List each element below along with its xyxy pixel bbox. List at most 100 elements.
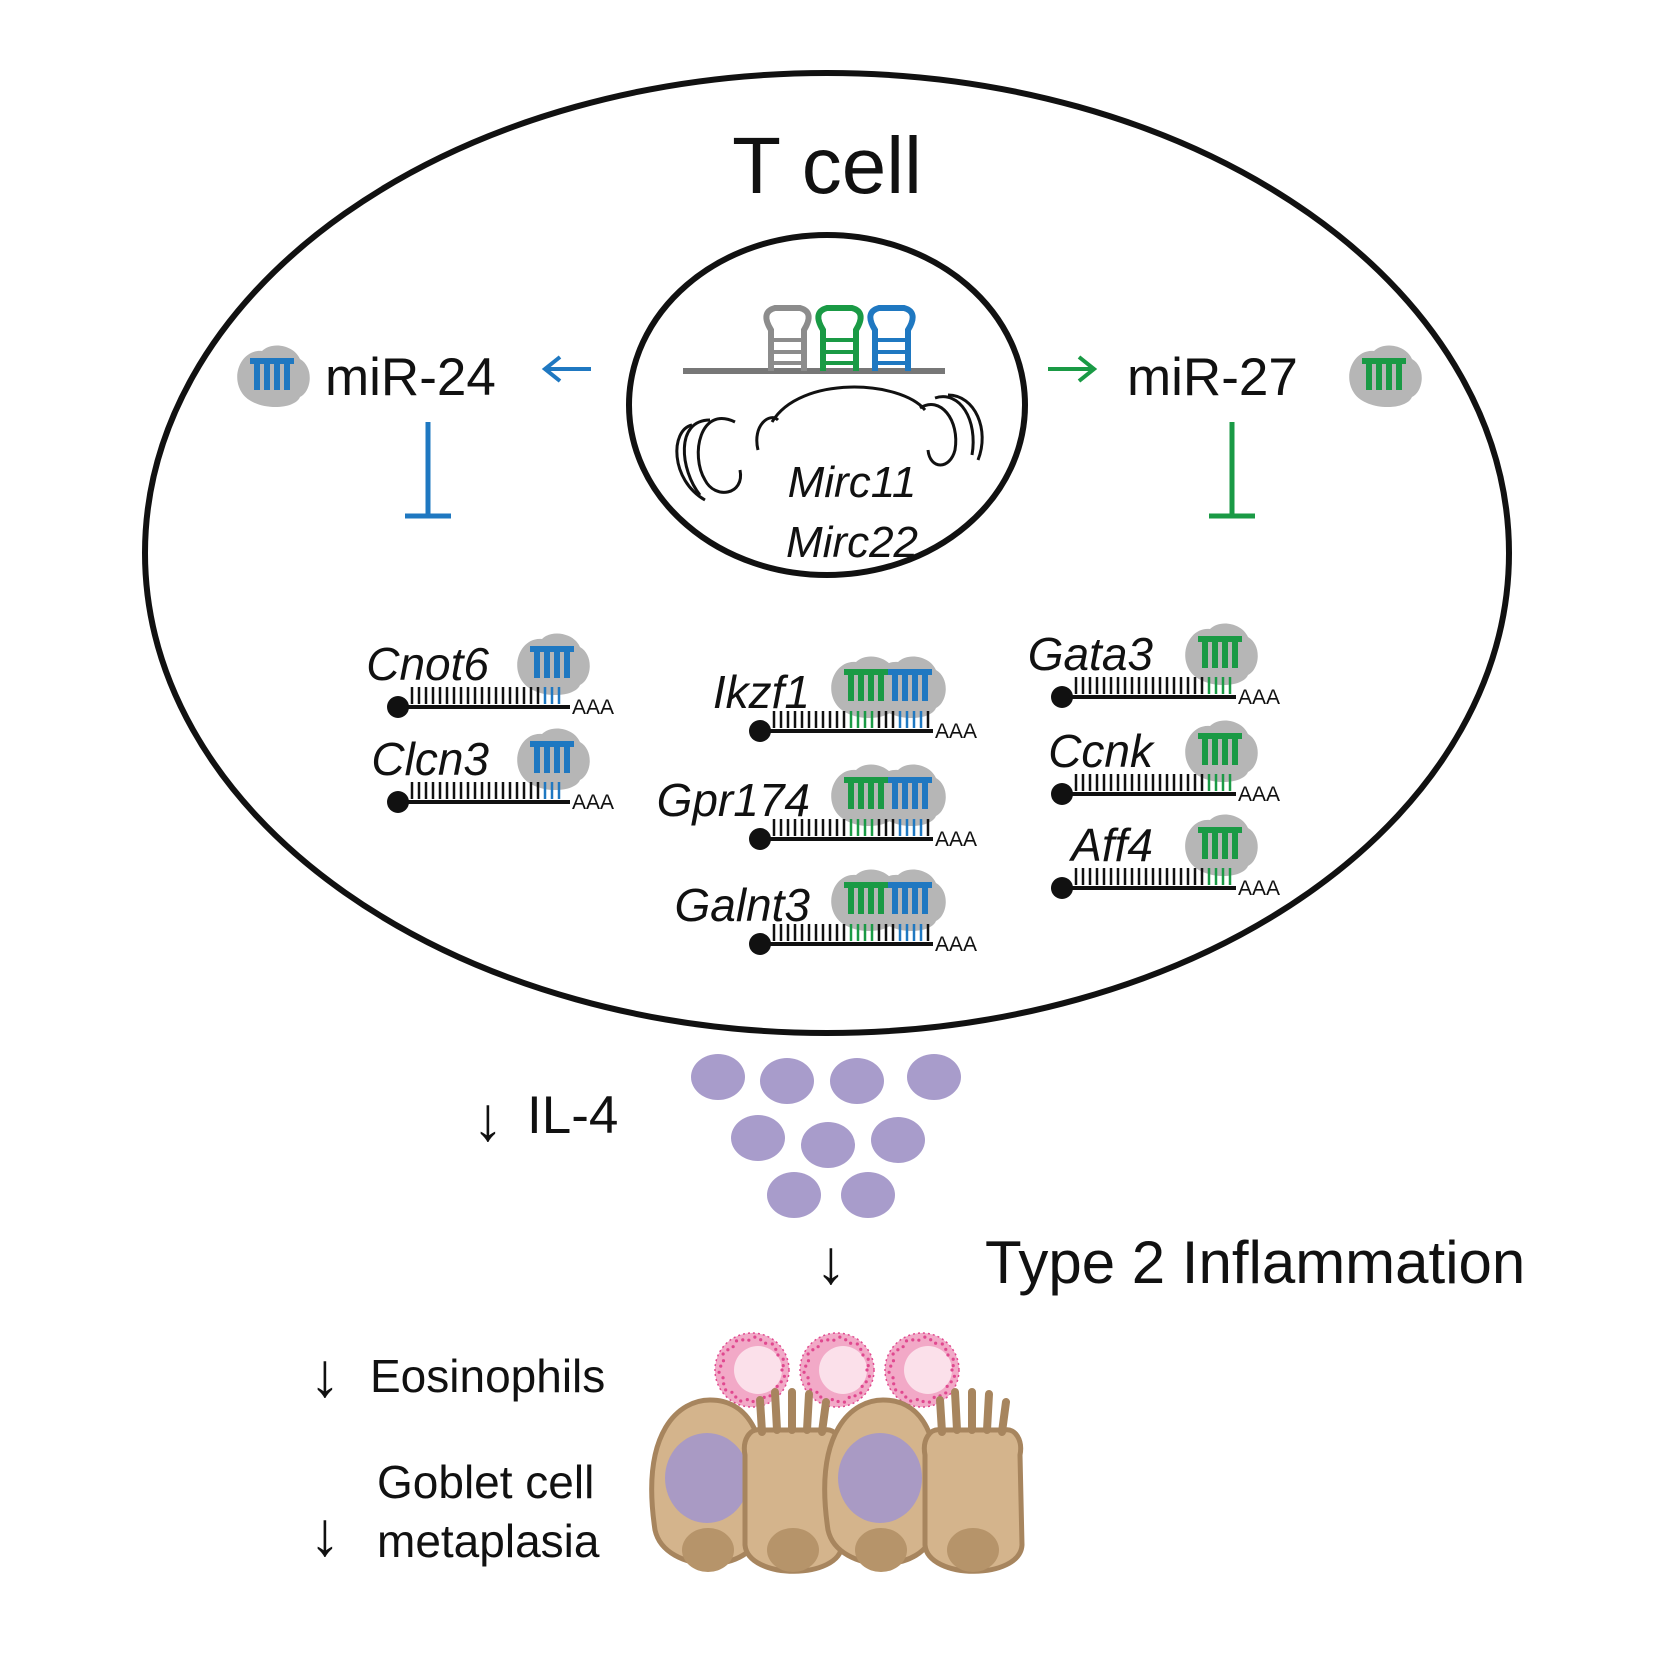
arrow-to-mir24-icon [541,355,591,383]
mirna-tooth [902,888,908,914]
eosinophils-down-arrow: ↓ [310,1341,341,1410]
eosinophil-icon-3 [884,1332,960,1408]
mirna-tooth [1232,833,1238,859]
mirna-tooth [274,364,280,390]
mrna-aff4: AAA [1051,868,1280,900]
mirna-tooth [254,364,260,390]
mirna-tooth [912,675,918,701]
mirna-bar [888,669,932,675]
mirna-tooth [1232,739,1238,765]
ciliated-cell-icon [741,1388,845,1574]
mirna-tooth [848,888,854,914]
mirna-bar [844,777,888,783]
mirna-tooth [878,783,884,809]
eosinophil-icon-2 [799,1332,875,1408]
mrna-gpr174: AAA [749,819,977,851]
epithelium-icon [649,1388,1025,1574]
mirna-tooth [554,652,560,678]
mirna-tooth [534,747,540,773]
polya-tail: AAA [1238,783,1280,806]
mirna-bar [888,882,932,888]
goblet-cell-icon [649,1397,767,1572]
mirna-tooth [1212,833,1218,859]
mirna-tooth [564,652,570,678]
mirna-bar [844,669,888,675]
mirna-tooth [1202,642,1208,668]
mirna-tooth [284,364,290,390]
mirna-bar [530,741,574,747]
mirna-tooth [878,888,884,914]
hairpin-gray-icon [763,305,812,371]
risc-aff4-icon [1185,814,1258,877]
mirna-tooth [1202,833,1208,859]
risc-clcn3-icon [517,728,590,791]
risc-pair-galnt3-icon [831,869,946,932]
polya-tail: AAA [935,720,977,743]
cluster-label-mirc11: Mirc11 [788,458,917,507]
gene-ccnk: Ccnk [1048,725,1155,777]
mirna-tooth [858,675,864,701]
risc-pair-gpr174-icon [831,764,946,827]
mir27-inhibition-icon [1209,422,1255,519]
t-cell-membrane [142,70,1512,1036]
argonaute-icon [237,345,310,408]
mir27-label: miR-27 [1127,348,1298,407]
il4-label: IL-4 [527,1086,618,1145]
mirna-tooth [858,888,864,914]
il4-cytokine-1 [691,1054,745,1100]
goblet-cell-icon-2 [822,1397,940,1572]
mirna-bar [1362,358,1406,364]
mrna-clcn3: AAA [387,782,614,814]
mirna-bar [250,358,294,364]
argonaute-icon [517,633,590,696]
mrna-galnt3: AAA [749,924,977,956]
goblet-down-arrow: ↓ [310,1500,341,1569]
eosinophils-label: Eosinophils [370,1350,605,1402]
mirna-tooth [912,783,918,809]
nucleus [626,232,1028,578]
mirna-tooth [264,364,270,390]
mirna-tooth [878,675,884,701]
il4-cytokine-6 [801,1122,855,1168]
mirna-tooth [554,747,560,773]
argonaute-icon [873,869,946,932]
il4-cytokine-8 [767,1172,821,1218]
mrna-cnot6: AAA [387,687,614,719]
mirna-bar [1198,733,1242,739]
mirna-tooth [1386,364,1392,390]
gene-gpr174: Gpr174 [657,774,810,826]
risc-ccnk-icon [1185,720,1258,783]
gene-ikzf1: Ikzf1 [713,666,810,718]
il4-down-arrow: ↓ [473,1085,504,1154]
mirna-bar [1198,636,1242,642]
mirna-cluster-locus [683,305,945,374]
chromatin-icon [675,385,984,502]
gene-galnt3: Galnt3 [674,879,810,931]
mirna-tooth [1232,642,1238,668]
mirna-tooth [544,747,550,773]
mirna-tooth [922,888,928,914]
argonaute-icon [1185,623,1258,686]
goblet-label-line2: metaplasia [377,1515,600,1567]
mirna-tooth [868,783,874,809]
mirna-tooth [1222,739,1228,765]
mirna-bar [1198,827,1242,833]
risc-pair-ikzf1-icon [831,656,946,719]
eosinophil-icon-1 [714,1332,790,1408]
mirna-tooth [912,888,918,914]
argonaute-icon [1185,814,1258,877]
mirna-tooth [858,783,864,809]
mirna-tooth [892,675,898,701]
mirna-tooth [1202,739,1208,765]
polya-tail: AAA [1238,686,1280,709]
polya-tail: AAA [572,791,614,814]
il4-cytokine-3 [830,1058,884,1104]
mirna-tooth [564,747,570,773]
gene-cnot6: Cnot6 [366,638,489,690]
mir24-inhibition-icon [405,422,451,519]
mirna-bar [530,646,574,652]
mirna-tooth [922,783,928,809]
type2-inflammation-label: Type 2 Inflammation [985,1229,1525,1296]
risc-gata3-icon [1185,623,1258,686]
